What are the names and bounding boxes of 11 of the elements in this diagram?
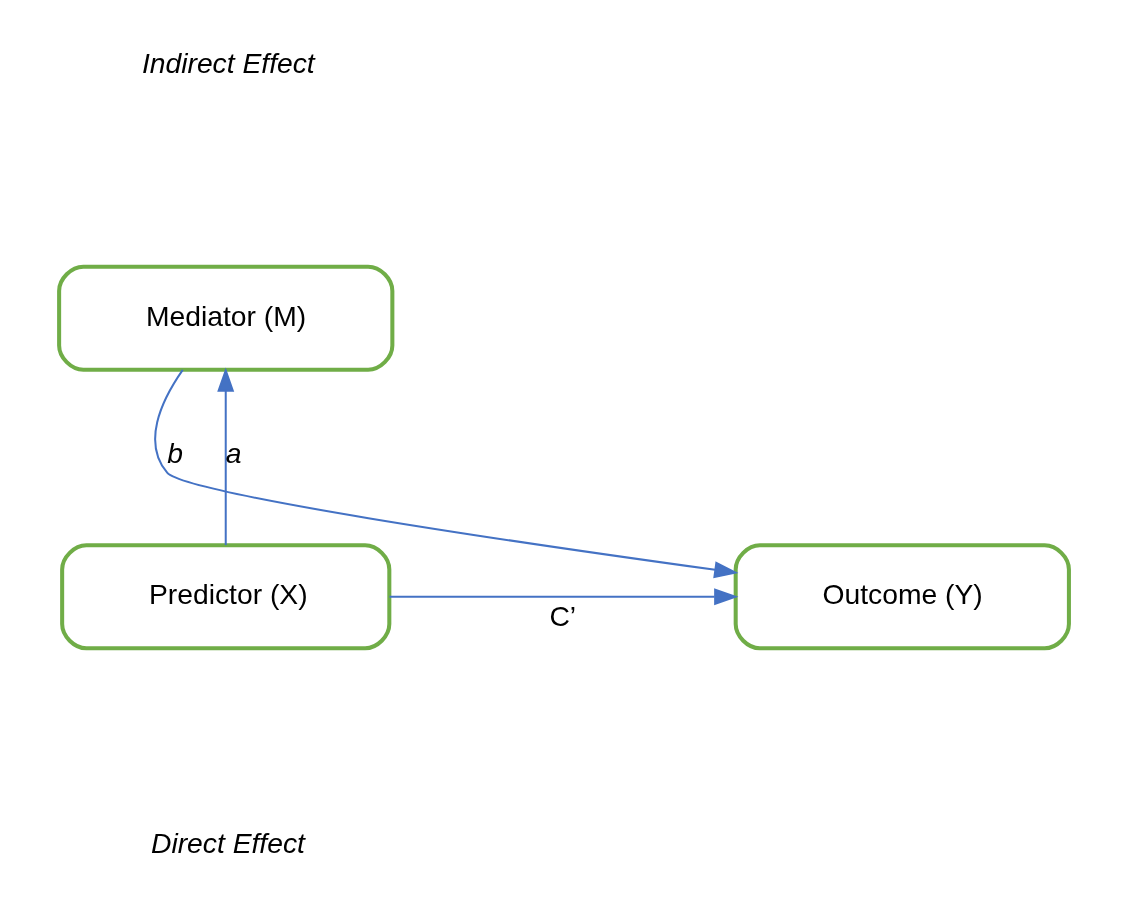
label: Direct Effect	[151, 826, 305, 859]
arrow	[154, 369, 739, 579]
label: Indirect Effect	[141, 47, 315, 80]
arrow	[217, 367, 235, 546]
node-box: Mediator (M)	[57, 264, 395, 372]
edge-label: a	[225, 436, 242, 469]
node-box: Outcome (Y)	[733, 543, 1071, 651]
arrow	[389, 588, 739, 606]
edge-label: b	[167, 436, 183, 469]
node-box: Predictor (X)	[60, 543, 392, 651]
edge-label: C’	[549, 599, 577, 632]
